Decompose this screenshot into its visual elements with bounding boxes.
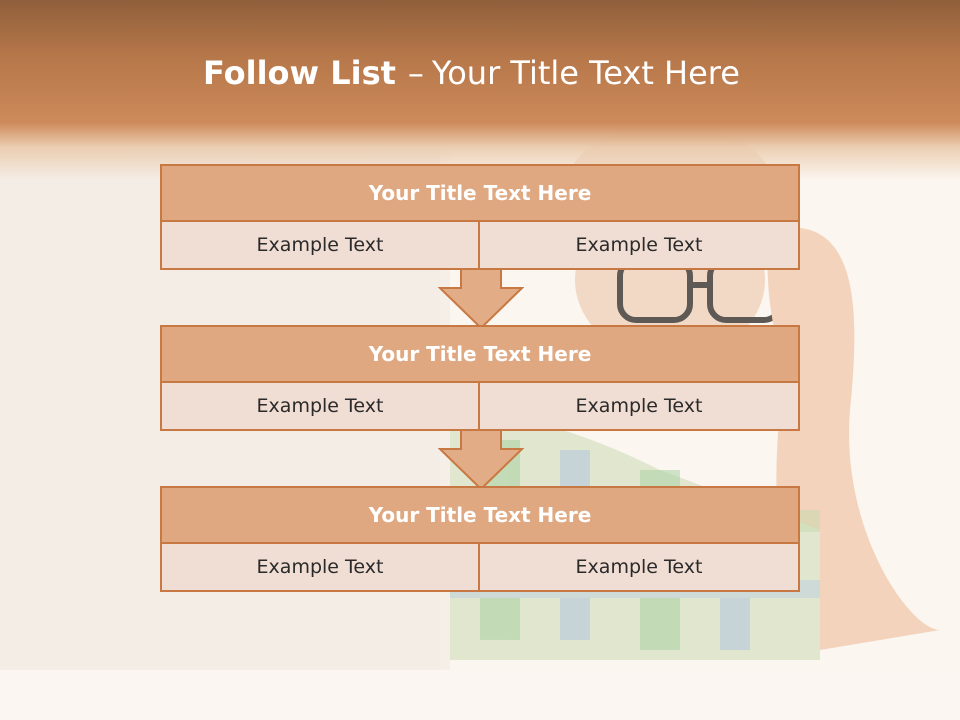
header-band	[0, 0, 960, 180]
block-cell-left: Example Text	[162, 383, 480, 429]
block-cell-right: Example Text	[480, 544, 798, 590]
list-block-1: Your Title Text Here Example Text Exampl…	[160, 164, 800, 270]
slide-title-separator: –	[407, 54, 424, 92]
block-cell-right: Example Text	[480, 383, 798, 429]
slide-title-bold: Follow List	[203, 54, 396, 92]
block-title: Your Title Text Here	[162, 488, 798, 544]
block-cell-left: Example Text	[162, 222, 480, 268]
slide-title: Follow List–Your Title Text Here	[0, 54, 943, 92]
block-cell-right: Example Text	[480, 222, 798, 268]
block-cell-left: Example Text	[162, 544, 480, 590]
list-block-2: Your Title Text Here Example Text Exampl…	[160, 325, 800, 431]
list-block-3: Your Title Text Here Example Text Exampl…	[160, 486, 800, 592]
block-title: Your Title Text Here	[162, 327, 798, 383]
down-arrow-icon	[438, 268, 524, 330]
slide-title-rest: Your Title Text Here	[431, 54, 740, 92]
block-title: Your Title Text Here	[162, 166, 798, 222]
down-arrow-icon	[438, 429, 524, 491]
